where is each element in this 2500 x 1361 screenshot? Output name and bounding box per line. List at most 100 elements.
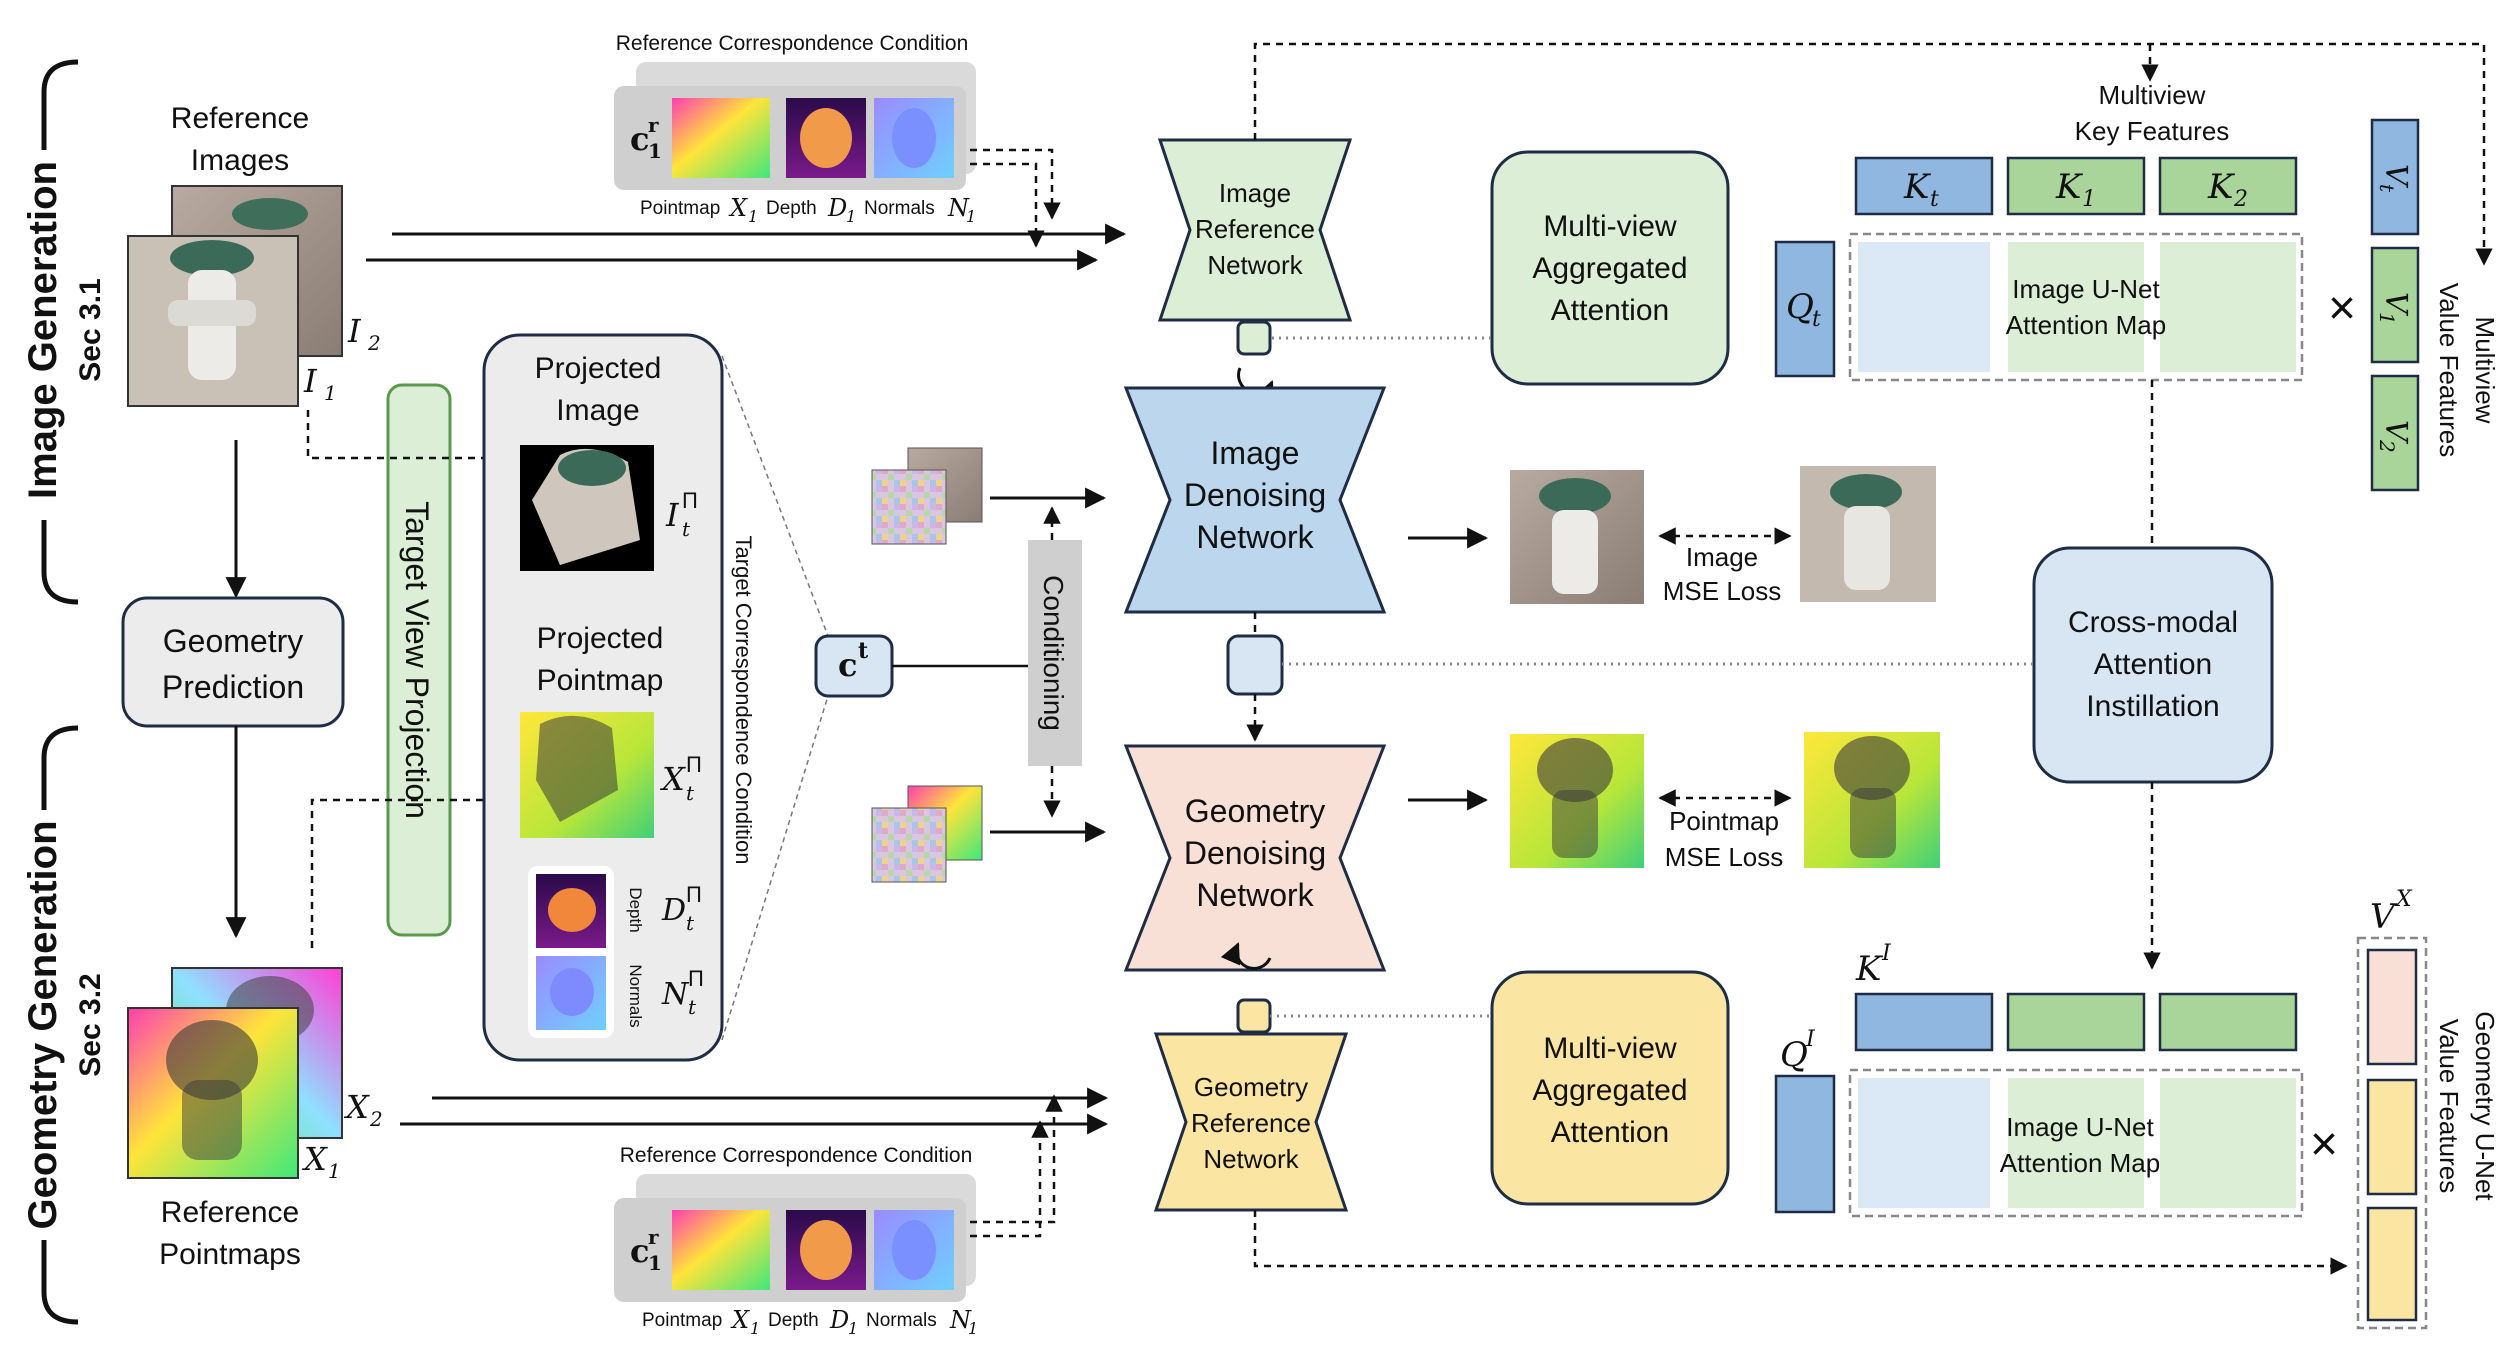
query-qt: Q t <box>1774 240 1836 378</box>
svg-text:Image U-Net: Image U-Net <box>2006 1112 2154 1142</box>
times-symbol-bottom: × <box>2310 1118 2338 1171</box>
image-loss-label-l2: MSE Loss <box>1663 576 1782 606</box>
svg-text:1: 1 <box>648 1251 662 1275</box>
image-denoising-network: Image Denoising Network <box>1123 386 1387 614</box>
multiview-aggregated-attention-top: Multi-view Aggregated Attention <box>1490 150 1730 386</box>
svg-text:Prediction: Prediction <box>162 669 304 705</box>
geometry-value-features-stack <box>2356 936 2428 1330</box>
geometry-unet-value-features-l2: Value Features <box>2434 1019 2464 1193</box>
section-title-image-generation: Image Generation <box>21 161 65 499</box>
section-sec-3-1: Sec 3.1 <box>74 278 107 381</box>
svg-text:Denoising: Denoising <box>1184 477 1326 513</box>
key-kt: K t <box>1854 156 1994 216</box>
image-unet-attention-map-bottom: Image U-Net Attention Map <box>1848 1068 2304 1218</box>
svg-text:1: 1 <box>2375 312 2399 325</box>
predicted-pointmap-output <box>1510 734 1644 868</box>
predicted-image-output <box>1510 470 1644 604</box>
key-k2: K 2 <box>2158 156 2298 216</box>
svg-text:X: X <box>730 1306 750 1334</box>
svg-text:X: X <box>301 1140 328 1178</box>
svg-text:1: 1 <box>748 207 758 226</box>
svg-text:Geometry: Geometry <box>163 623 303 659</box>
label-x2: X 2 <box>343 1088 383 1131</box>
svg-text:1: 1 <box>328 1159 341 1183</box>
svg-text:Denoising: Denoising <box>1184 835 1326 871</box>
svg-text:t: t <box>1930 187 1939 212</box>
svg-text:Attention Map: Attention Map <box>2000 1148 2160 1178</box>
svg-text:c: c <box>630 120 649 158</box>
svg-text:1: 1 <box>968 1319 978 1338</box>
svg-text:Network: Network <box>1207 250 1303 280</box>
svg-text:D: D <box>661 893 686 928</box>
multiview-aggregated-attention-bottom: Multi-view Aggregated Attention <box>1490 970 1730 1206</box>
svg-text:Network: Network <box>1196 519 1314 555</box>
target-view-projection-box: Target View Projection <box>386 383 452 937</box>
reference-pointmaps-title-l1: Reference <box>161 1196 299 1229</box>
svg-text:N: N <box>661 977 690 1012</box>
recurrence-arrow-bottom <box>1220 942 1272 970</box>
svg-text:N: N <box>947 194 970 222</box>
svg-text:t: t <box>688 995 697 1019</box>
svg-text:t: t <box>686 911 695 935</box>
svg-text:Pointmap: Pointmap <box>642 1310 722 1331</box>
svg-text:Attention Map: Attention Map <box>2006 310 2166 340</box>
svg-text:t: t <box>858 638 869 664</box>
svg-text:I: I <box>1881 941 1892 966</box>
projected-pointmap-thumb <box>520 712 654 838</box>
svg-text:Attention: Attention <box>2094 648 2212 681</box>
label-d-t-pi: D t Π <box>661 882 702 935</box>
svg-text:2: 2 <box>2233 187 2248 212</box>
svg-text:2: 2 <box>2375 439 2399 453</box>
svg-text:Attention: Attention <box>1551 1116 1669 1149</box>
label-x-t-pi: X t Π <box>659 752 702 805</box>
svg-text:Normals: Normals <box>866 1310 937 1331</box>
reference-images-title-l1: Reference <box>171 102 309 135</box>
geometry-unet-value-features-l1: Geometry U-Net <box>2470 1011 2500 1201</box>
svg-text:X: X <box>659 760 686 798</box>
svg-text:Image U-Net: Image U-Net <box>2012 274 2160 304</box>
svg-text:1: 1 <box>966 207 976 226</box>
svg-text:Depth: Depth <box>768 1310 819 1331</box>
svg-text:V: V <box>2378 420 2413 445</box>
svg-text:N: N <box>949 1306 972 1334</box>
value-v2: V 2 <box>2370 374 2420 492</box>
ct-node: c t <box>814 634 894 698</box>
ref-correspondence-top-captions: Pointmap X 1 Depth D 1 Normals N 1 <box>640 194 976 226</box>
cross-modal-node <box>1226 634 1284 696</box>
svg-text:X: X <box>2394 887 2413 912</box>
svg-text:Attention: Attention <box>1551 294 1669 327</box>
svg-text:Target View Projection: Target View Projection <box>399 501 435 819</box>
svg-text:X: X <box>343 1088 370 1126</box>
conditioning-box: Conditioning <box>1028 540 1082 766</box>
svg-text:Aggregated: Aggregated <box>1532 252 1687 285</box>
label-i1: I 1 <box>303 362 337 405</box>
c1r-top: c r 1 <box>630 113 662 163</box>
svg-text:1: 1 <box>846 207 856 226</box>
reference-pointmaps-title-l2: Pointmaps <box>159 1238 301 1271</box>
svg-text:2: 2 <box>367 331 381 355</box>
geometry-attention-node-bottom <box>1236 998 1272 1034</box>
label-i-t-pi: I t Π <box>665 488 698 541</box>
ref-correspondence-bottom-captions: Pointmap X 1 Depth D 1 Normals N 1 <box>642 1306 978 1338</box>
geometry-prediction-box: Geometry Prediction <box>121 596 345 728</box>
svg-text:I: I <box>665 496 680 534</box>
geometry-reference-network: Geometry Reference Network <box>1153 1032 1349 1212</box>
value-vt: V t <box>2370 118 2420 236</box>
svg-text:Network: Network <box>1203 1144 1299 1174</box>
svg-text:V: V <box>2370 897 2398 937</box>
projected-normals-small-label: Normals <box>626 964 645 1027</box>
projected-image-title-l1: Projected <box>535 352 662 385</box>
ref-correspondence-top-stack <box>614 62 976 190</box>
svg-text:D: D <box>829 1306 849 1334</box>
image-unet-attention-map-top: Image U-Net Attention Map <box>1848 232 2304 382</box>
svg-text:t: t <box>686 781 695 805</box>
ref-correspondence-bottom-stack <box>614 1174 976 1302</box>
multiview-value-features-l1: Multiview <box>2470 317 2500 424</box>
image-reference-network: Image Reference Network <box>1157 138 1353 322</box>
key-ki-label: K I <box>1855 941 1892 989</box>
geometry-denoising-network: Geometry Denoising Network <box>1123 744 1387 972</box>
svg-text:2: 2 <box>369 1107 383 1131</box>
svg-text:Π: Π <box>686 882 702 907</box>
projected-depth-small-label: Depth <box>626 887 645 932</box>
svg-text:Q: Q <box>1780 1035 1808 1075</box>
